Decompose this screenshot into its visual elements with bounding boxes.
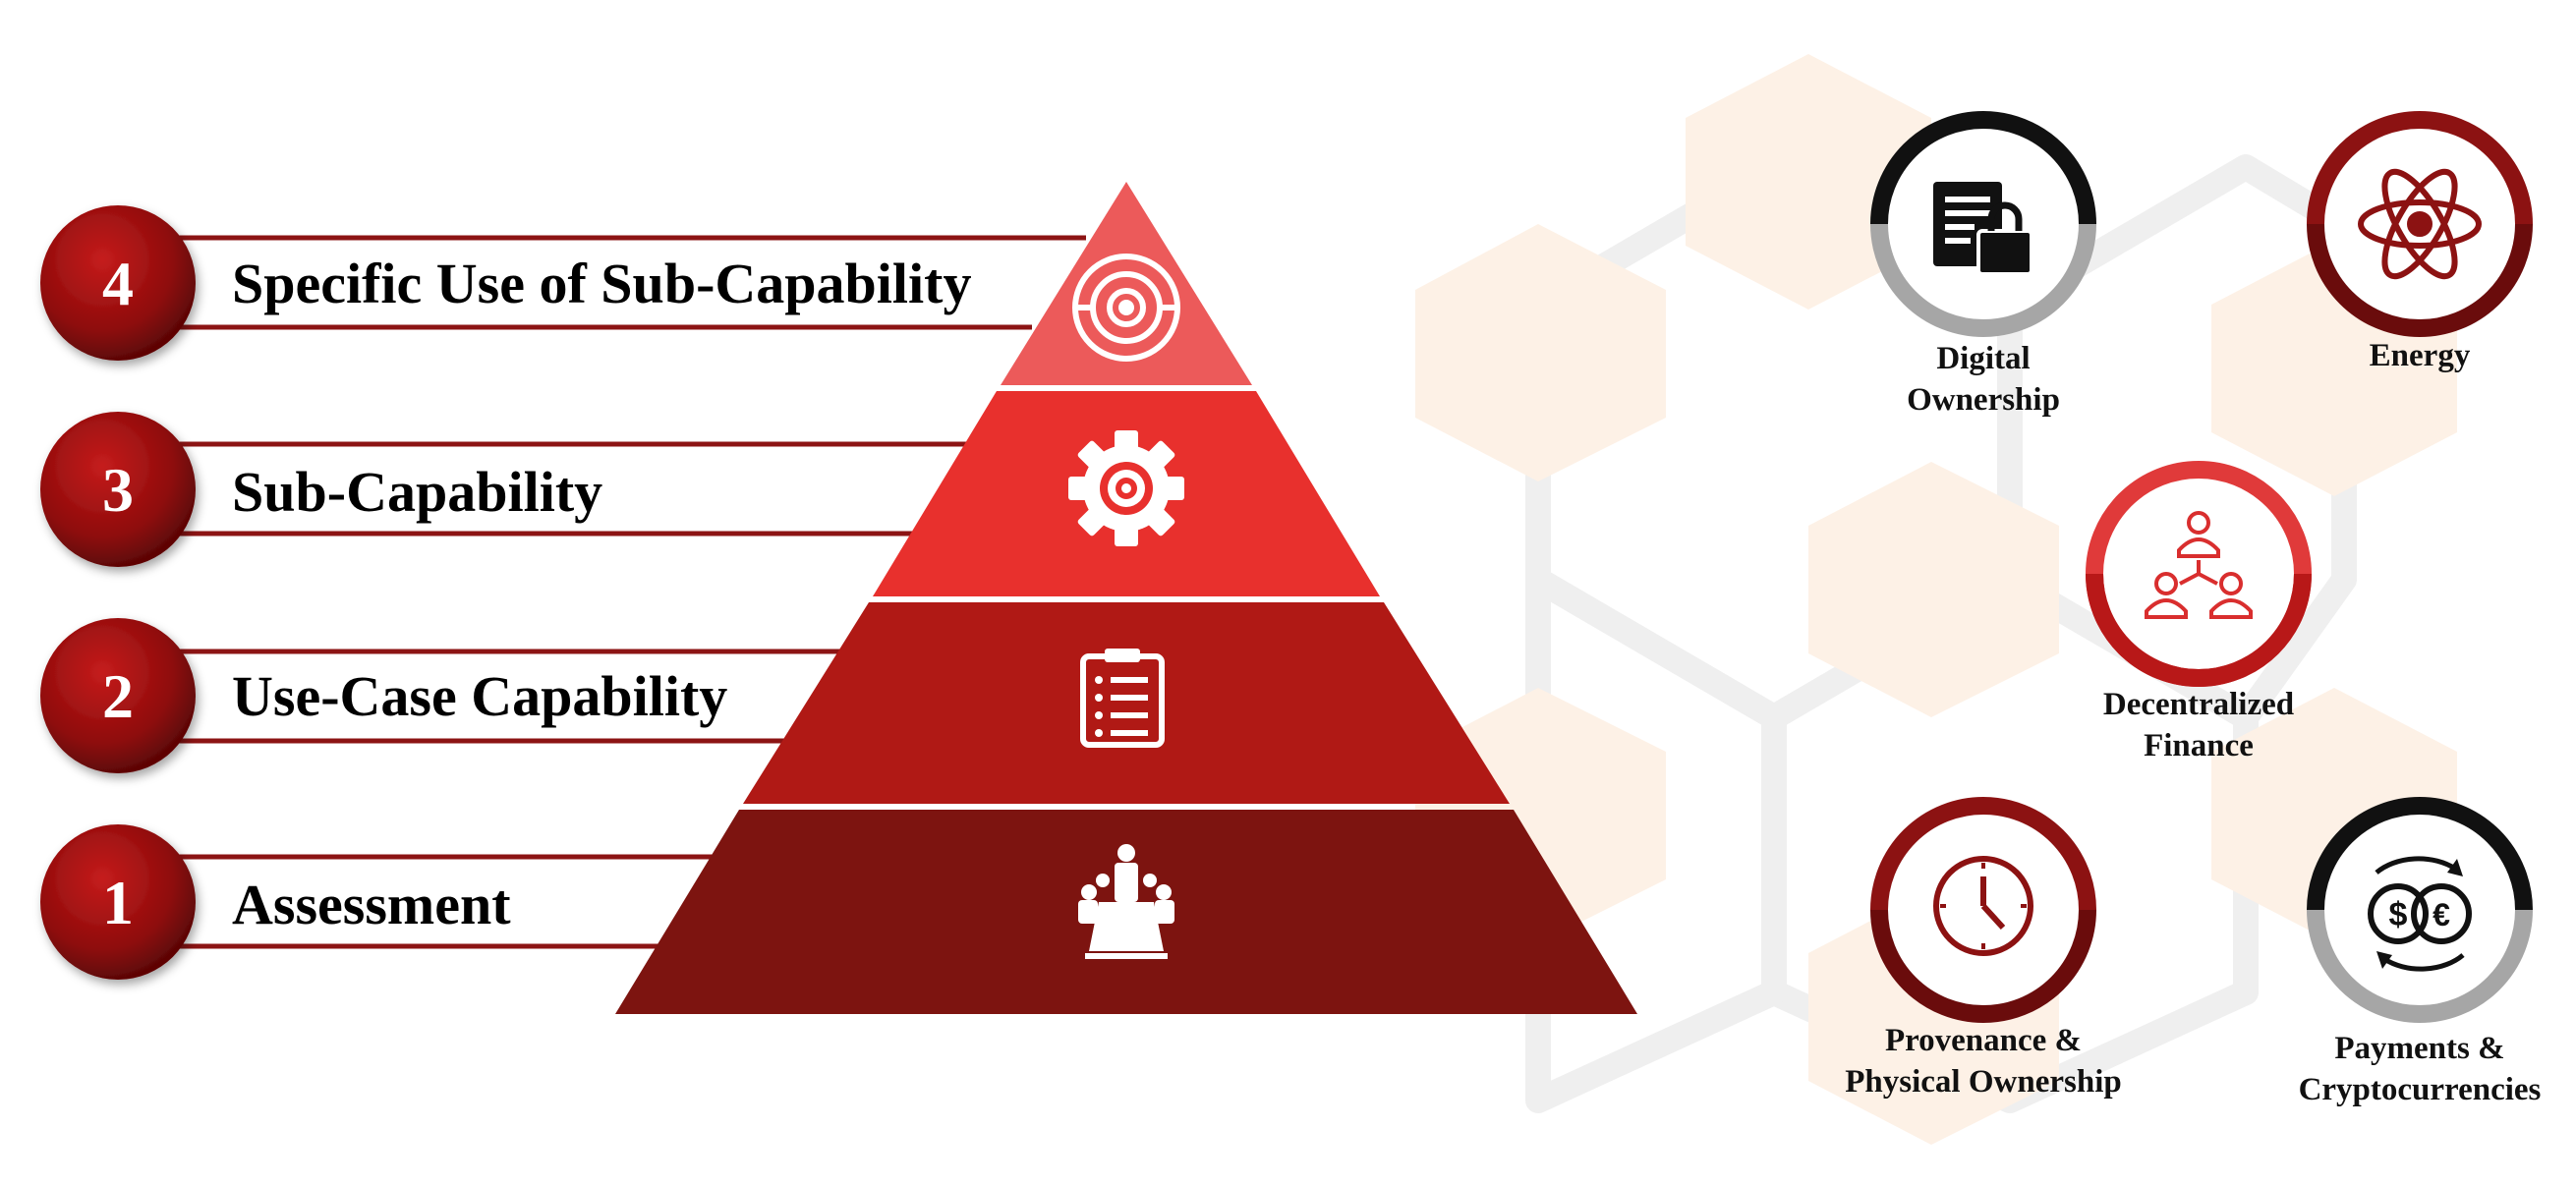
level-number-3: 3 [102,455,134,525]
svg-text:$: $ [2389,896,2408,933]
level-number-2: 2 [102,661,134,731]
level-circle-2 [40,618,196,773]
level-number-circles [40,205,196,980]
use-case-label-line1: Decentralized [2102,687,2295,722]
use-case-label-digital-ownership: Digital Ownership [1836,338,2131,421]
level-circle-3 [40,412,196,567]
currency-exchange-icon: $ € [2368,856,2472,972]
level-label-4: Specific Use of Sub-Capability [232,252,972,315]
pyramid-tier-4 [1001,182,1252,385]
svg-text:€: € [2433,897,2450,932]
level-number-1: 1 [102,868,134,937]
people-network-icon [2145,511,2253,619]
clock-icon [1933,856,2033,956]
document-lock-icon [1933,182,2033,276]
use-case-label-decentralized-finance: Decentralized Finance [2051,684,2346,766]
atom-icon [2358,168,2482,280]
target-icon [1072,254,1180,362]
level-circle-1 [40,824,196,980]
use-case-ring-payments [2307,797,2533,1023]
level-circle-4 [40,205,196,361]
clipboard-checklist-icon [1080,649,1165,748]
level-label-1: Assessment [232,873,511,936]
level-label-2: Use-Case Capability [232,664,728,728]
use-case-label-line1: Digital [1936,341,2031,376]
use-case-label-line1: Payments & [2334,1031,2505,1066]
gear-target-icon [1068,430,1184,546]
level-number-4: 4 [102,249,134,318]
use-case-label-payments: Payments & Cryptocurrencies [2262,1028,2576,1110]
use-case-label-line2: Ownership [1907,382,2060,418]
use-case-label-line1: Energy [2369,338,2471,373]
pyramid-tier-2 [743,602,1510,804]
use-case-label-energy: Energy [2272,335,2567,376]
level-label-3: Sub-Capability [232,460,603,524]
use-case-label-line2: Cryptocurrencies [2298,1072,2542,1107]
meeting-table-icon [1078,844,1174,959]
use-case-label-line2: Finance [2144,728,2254,763]
use-case-label-line1: Provenance & [1884,1023,2083,1058]
pyramid-connector-lines [118,235,1086,949]
use-case-label-provenance: Provenance & Physical Ownership [1826,1020,2141,1102]
use-case-label-line2: Physical Ownership [1845,1064,2122,1100]
